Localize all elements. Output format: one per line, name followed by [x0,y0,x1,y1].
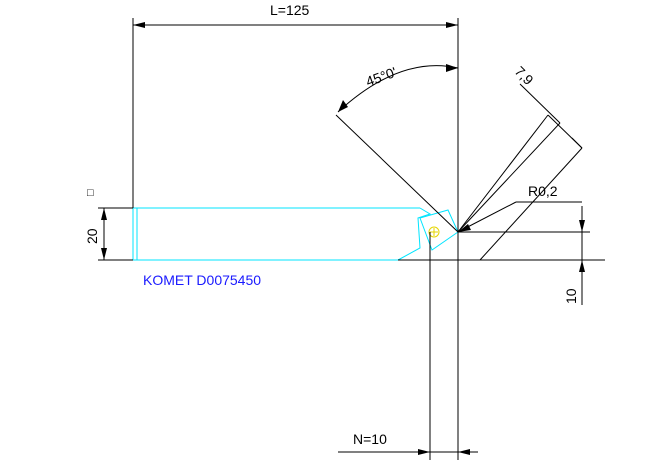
shank-height-label: 20 [84,228,100,244]
diagonal-dimension: 7,9 [457,63,583,261]
reference-lines [398,231,605,261]
offset-dimension: 10 [563,206,585,305]
tool-label: KOMET D0075450 [143,272,261,288]
diagonal-label: 7,9 [512,63,537,88]
angle-dimension: 45°0' [335,64,549,233]
radius-label: R0,2 [528,183,558,199]
shank-height-dimension: 20 [84,207,133,261]
angle-label: 45°0' [364,64,399,90]
length-label: L=125 [270,2,310,18]
length-dimension: L=125 [132,2,459,460]
radius-leader: R0,2 [457,183,582,233]
square-marker: □ [87,187,94,199]
offset-label: 10 [563,288,579,304]
cutting-insert [419,209,459,251]
nose-position-dimension: N=10 [338,232,478,460]
tool-shank [132,207,432,261]
nose-position-label: N=10 [353,431,387,447]
